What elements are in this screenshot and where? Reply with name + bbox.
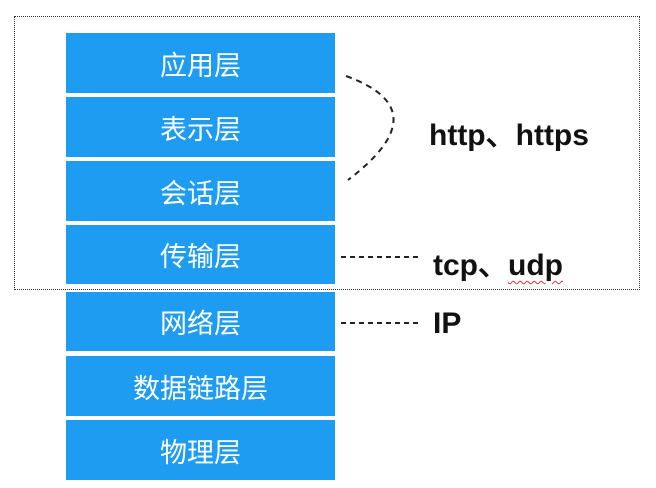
layer-presentation: 表示层 — [66, 97, 335, 157]
application-protocols-label: http、https — [429, 119, 589, 152]
layer-transport: 传输层 — [66, 225, 335, 284]
layer-application: 应用层 — [66, 33, 335, 93]
layer-data-link: 数据链路层 — [66, 356, 335, 416]
udp-label: udp — [508, 249, 563, 282]
transport-protocols-label: tcp、udp — [433, 240, 563, 284]
layer-session: 会话层 — [66, 161, 335, 221]
application-bracket-curve — [345, 75, 395, 181]
upper-layers-group-box — [14, 16, 640, 290]
layer-network: 网络层 — [66, 292, 335, 351]
layer-physical: 物理层 — [66, 420, 335, 480]
network-protocol-label: IP — [433, 307, 462, 340]
tcp-label: tcp、 — [433, 249, 508, 282]
